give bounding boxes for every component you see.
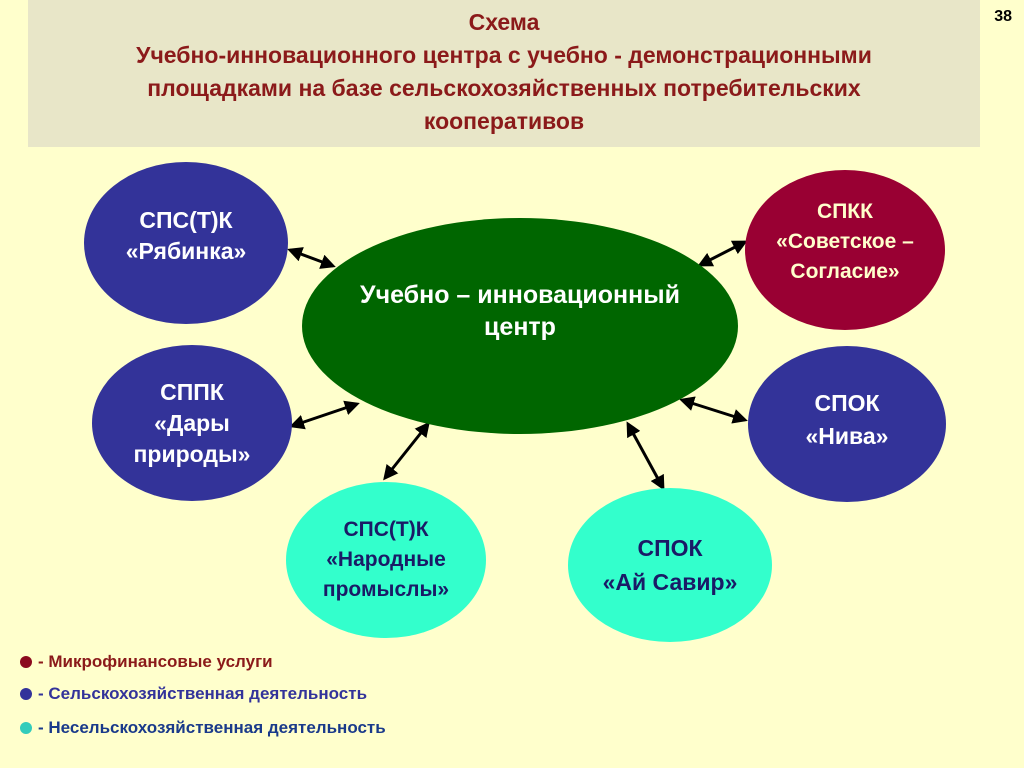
legend-nonagri-label: - Несельскохозяйственная деятельность bbox=[38, 718, 386, 737]
page-number: 38 bbox=[994, 8, 1012, 25]
arrow-niva bbox=[679, 396, 748, 424]
legend-micro-label: - Микрофинансовые услуги bbox=[38, 652, 273, 671]
ryabinka-line-1: СПС(Т)К bbox=[139, 207, 233, 233]
node-ay-savir: СПОК «Ай Савир» bbox=[568, 488, 772, 642]
node-narodnye: СПС(Т)К «Народные промыслы» bbox=[286, 482, 486, 638]
arrow-ay-savir bbox=[626, 421, 665, 491]
legend-nonagri: - Несельскохозяйственная деятельность bbox=[20, 718, 386, 738]
center-line-1: Учебно – инновационный bbox=[360, 281, 680, 309]
ay-savir-line-2: «Ай Савир» bbox=[602, 569, 738, 595]
node-sovetskoe: СПКК «Советское – Согласие» bbox=[745, 170, 945, 330]
sovetskoe-line-3: Согласие» bbox=[790, 260, 900, 283]
sovetskoe-line-1: СПКК bbox=[817, 200, 873, 223]
node-niva: СПОК «Нива» bbox=[748, 346, 946, 502]
narodnye-line-3: промыслы» bbox=[322, 578, 450, 601]
arrow-dary bbox=[289, 400, 360, 430]
legend-agri-dot bbox=[20, 688, 32, 700]
center-node: Учебно – инновационный центр bbox=[302, 218, 738, 434]
slide-title: Схема Учебно-инновационного центра с уче… bbox=[28, 0, 980, 147]
arrow-narodnye bbox=[383, 421, 430, 481]
ryabinka-line-2: «Рябинка» bbox=[125, 238, 247, 264]
title-line-3: площадками на базе сельскохозяйственных … bbox=[147, 75, 861, 101]
node-dary: СППК «Дары природы» bbox=[92, 345, 292, 501]
title-line-2: Учебно-инновационного центра с учебно - … bbox=[136, 42, 872, 68]
niva-line-2: «Нива» bbox=[805, 423, 889, 449]
title-line-1: Схема bbox=[468, 9, 540, 35]
sovetskoe-line-2: «Советское – bbox=[776, 230, 914, 253]
narodnye-line-1: СПС(Т)К bbox=[343, 518, 429, 541]
node-ryabinka: СПС(Т)К «Рябинка» bbox=[84, 162, 288, 324]
legend-agri-label: - Сельскохозяйственная деятельность bbox=[38, 684, 368, 703]
narodnye-line-2: «Народные bbox=[326, 548, 446, 571]
dary-line-1: СППК bbox=[160, 378, 224, 405]
center-line-2: центр bbox=[484, 313, 556, 341]
niva-line-1: СПОК bbox=[814, 390, 880, 416]
arrow-ryabinka bbox=[287, 247, 336, 269]
legend-micro-dot bbox=[20, 656, 32, 668]
legend-micro: - Микрофинансовые услуги bbox=[20, 652, 273, 672]
legend-nonagri-dot bbox=[20, 722, 32, 734]
ay-savir-line-1: СПОК bbox=[637, 535, 703, 561]
arrow-sovetskoe bbox=[697, 240, 748, 267]
dary-line-3: природы» bbox=[133, 440, 251, 467]
dary-line-2: «Дары bbox=[154, 409, 230, 436]
title-line-4: кооперативов bbox=[423, 108, 585, 134]
legend-agri: - Сельскохозяйственная деятельность bbox=[20, 684, 367, 704]
